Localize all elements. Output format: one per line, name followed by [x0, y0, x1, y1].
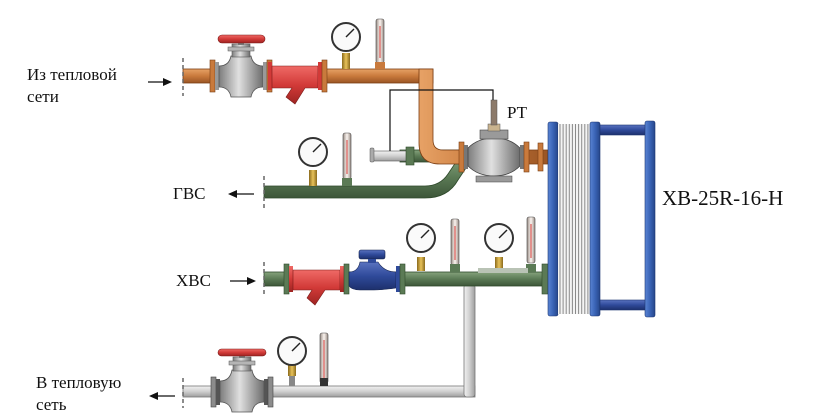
regulator-valve[interactable]	[458, 99, 544, 183]
return-pipeline	[182, 283, 476, 413]
dhw-temperature-sensor	[369, 146, 415, 166]
water-meter	[348, 249, 406, 295]
supply-pipeline	[182, 18, 549, 183]
dhw-pressure-gauge	[298, 137, 328, 186]
label-to-heat-network: В тепловую сеть	[36, 372, 121, 416]
cold-water-pipeline	[263, 216, 549, 306]
arrow-dhw-out-icon	[228, 190, 254, 198]
supply-thermometer	[375, 18, 385, 69]
valve-handwheel-icon	[217, 348, 267, 357]
supply-strainer	[268, 59, 328, 105]
label-dhw: ГВС	[173, 184, 206, 203]
regulator-impulse-line	[389, 89, 494, 151]
label-regulator: РТ	[507, 103, 528, 122]
cold-water-pressure-gauge-1	[406, 223, 436, 271]
return-pressure-gauge	[277, 336, 307, 386]
label-line: сети	[27, 87, 59, 106]
dhw-thermometer	[342, 132, 352, 186]
valve-handwheel-icon	[217, 34, 266, 44]
return-shutoff-valve[interactable]	[210, 348, 274, 413]
label-line: В тепловую	[36, 373, 122, 392]
label-from-heat-network: Из тепловой сети	[27, 64, 117, 108]
arrow-supply-in-icon	[148, 78, 172, 86]
arrow-return-out-icon	[149, 392, 175, 400]
actuator-stem	[490, 99, 498, 126]
label-heat-exchanger-model: ХВ-25R-16-Н	[662, 186, 784, 210]
label-line: Из тепловой	[27, 65, 117, 84]
dhw-pipeline	[263, 132, 471, 208]
return-thermometer	[319, 332, 329, 386]
cold-water-strainer	[283, 263, 350, 306]
cold-water-thermometer-1	[450, 218, 460, 272]
arrow-cold-water-in-icon	[230, 277, 256, 285]
supply-pressure-gauge	[331, 22, 361, 69]
cold-water-pressure-gauge-2	[484, 223, 514, 271]
label-line: сеть	[36, 395, 67, 414]
supply-shutoff-valve[interactable]	[209, 34, 273, 98]
plate-heat-exchanger	[547, 120, 656, 318]
label-cold-water: ХВС	[176, 271, 211, 290]
cold-water-thermometer-2	[526, 216, 536, 272]
exchanger-plates	[559, 124, 589, 314]
